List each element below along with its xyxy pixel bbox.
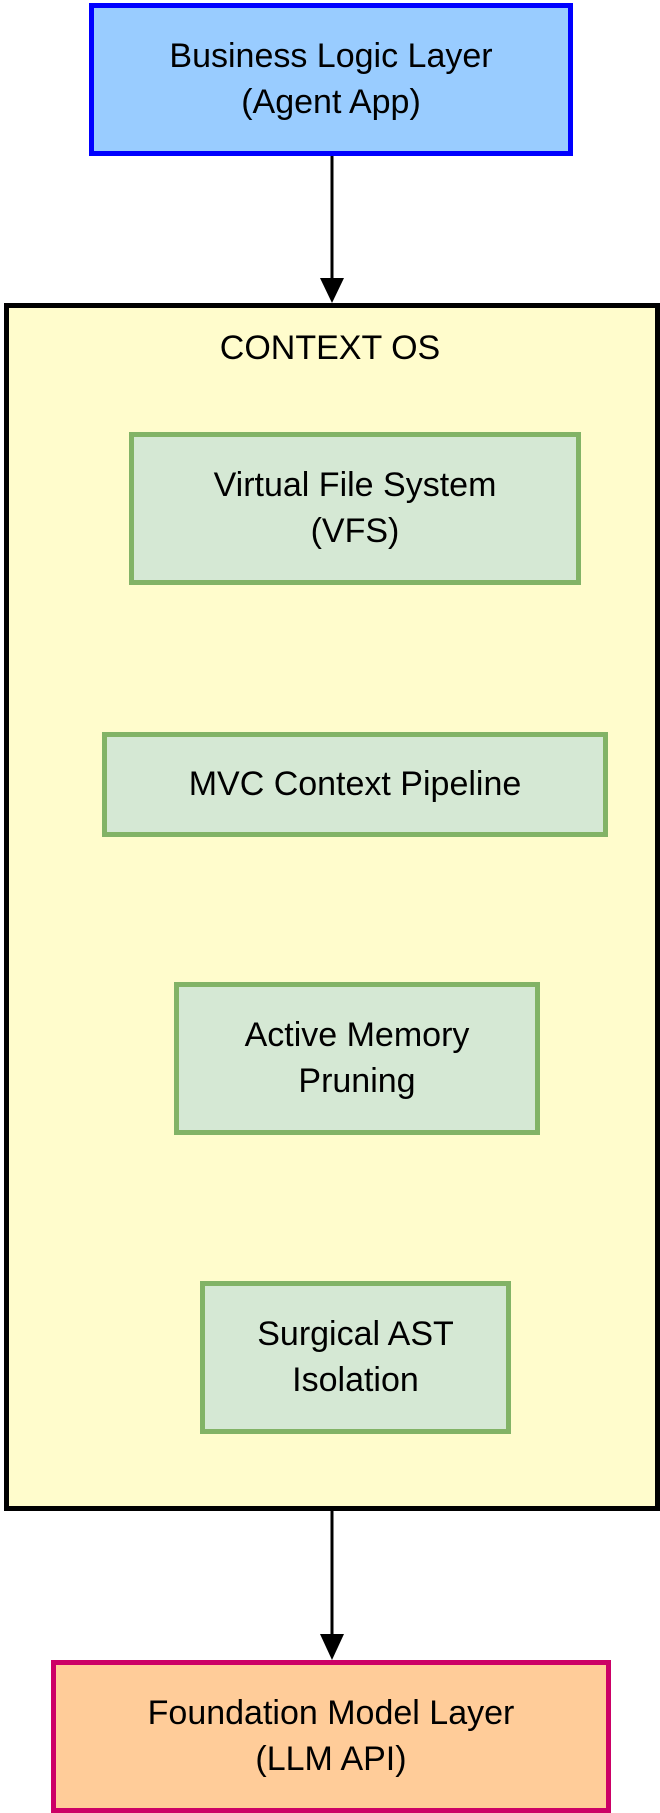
business-logic-layer-title: Business Logic Layer: [169, 36, 493, 75]
ast-isolation-component-subtitle: Isolation: [292, 1360, 419, 1399]
foundation-model-layer-box: Foundation Model Layer (LLM API): [51, 1660, 611, 1813]
arrow-bottom-head: [320, 1634, 344, 1660]
business-logic-layer-box: Business Logic Layer (Agent App): [89, 3, 573, 156]
arrow-top-to-context-os: [320, 156, 344, 303]
memory-pruning-component-title: Active Memory: [244, 1015, 470, 1054]
vfs-component-box: Virtual File System (VFS): [129, 432, 581, 585]
foundation-model-layer-title: Foundation Model Layer: [147, 1693, 515, 1732]
mvc-pipeline-component-box: MVC Context Pipeline: [102, 732, 608, 837]
mvc-pipeline-component-title: MVC Context Pipeline: [188, 764, 522, 803]
foundation-model-layer-subtitle: (LLM API): [255, 1739, 407, 1778]
context-os-title: CONTEXT OS: [219, 329, 441, 367]
memory-pruning-component-box: Active Memory Pruning: [174, 982, 540, 1135]
business-logic-layer-subtitle: (Agent App): [241, 82, 421, 121]
arrow-top-head: [320, 278, 344, 303]
ast-isolation-component-title: Surgical AST: [257, 1314, 454, 1353]
vfs-component-subtitle: (VFS): [310, 511, 400, 550]
arrow-context-os-to-bottom: [320, 1511, 344, 1660]
ast-isolation-component-box: Surgical AST Isolation: [200, 1281, 511, 1434]
memory-pruning-component-subtitle: Pruning: [298, 1061, 416, 1100]
vfs-component-title: Virtual File System: [213, 465, 497, 504]
